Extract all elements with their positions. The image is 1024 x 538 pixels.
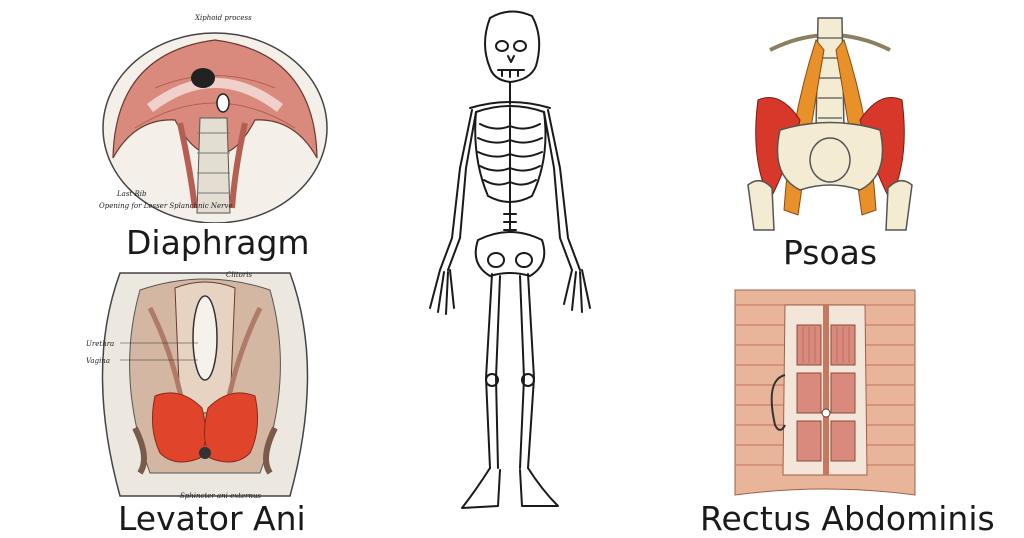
diaphragm-illustration: Xiphoid process Last Rib Opening for Les… — [95, 8, 335, 223]
annotation-urethra: Urethra — [86, 340, 114, 348]
label-psoas: Psoas — [782, 233, 878, 272]
rectus-abdominis-illustration — [725, 285, 925, 500]
annotation-opening: Opening for Lesser Splanchnic Nerve — [99, 202, 233, 210]
label-diaphragm: Diaphragm — [126, 223, 310, 262]
annotation-vagina: Vagina — [86, 357, 110, 365]
levator-ani-illustration: Clitoris Urethra Vagina Sphincter ani ex… — [80, 268, 330, 500]
annotation-xiphoid: Xiphoid process — [194, 14, 252, 22]
annotation-clitoris: Clitoris — [226, 271, 252, 279]
label-levator-ani: Levator Ani — [118, 499, 306, 538]
label-rectus-abdominis: Rectus Abdominis — [700, 499, 995, 538]
annotation-last-rib: Last Rib — [116, 190, 147, 198]
annotation-sphincter: Sphincter ani externus — [180, 492, 262, 500]
psoas-illustration — [740, 10, 920, 235]
skeleton-illustration — [410, 8, 610, 528]
